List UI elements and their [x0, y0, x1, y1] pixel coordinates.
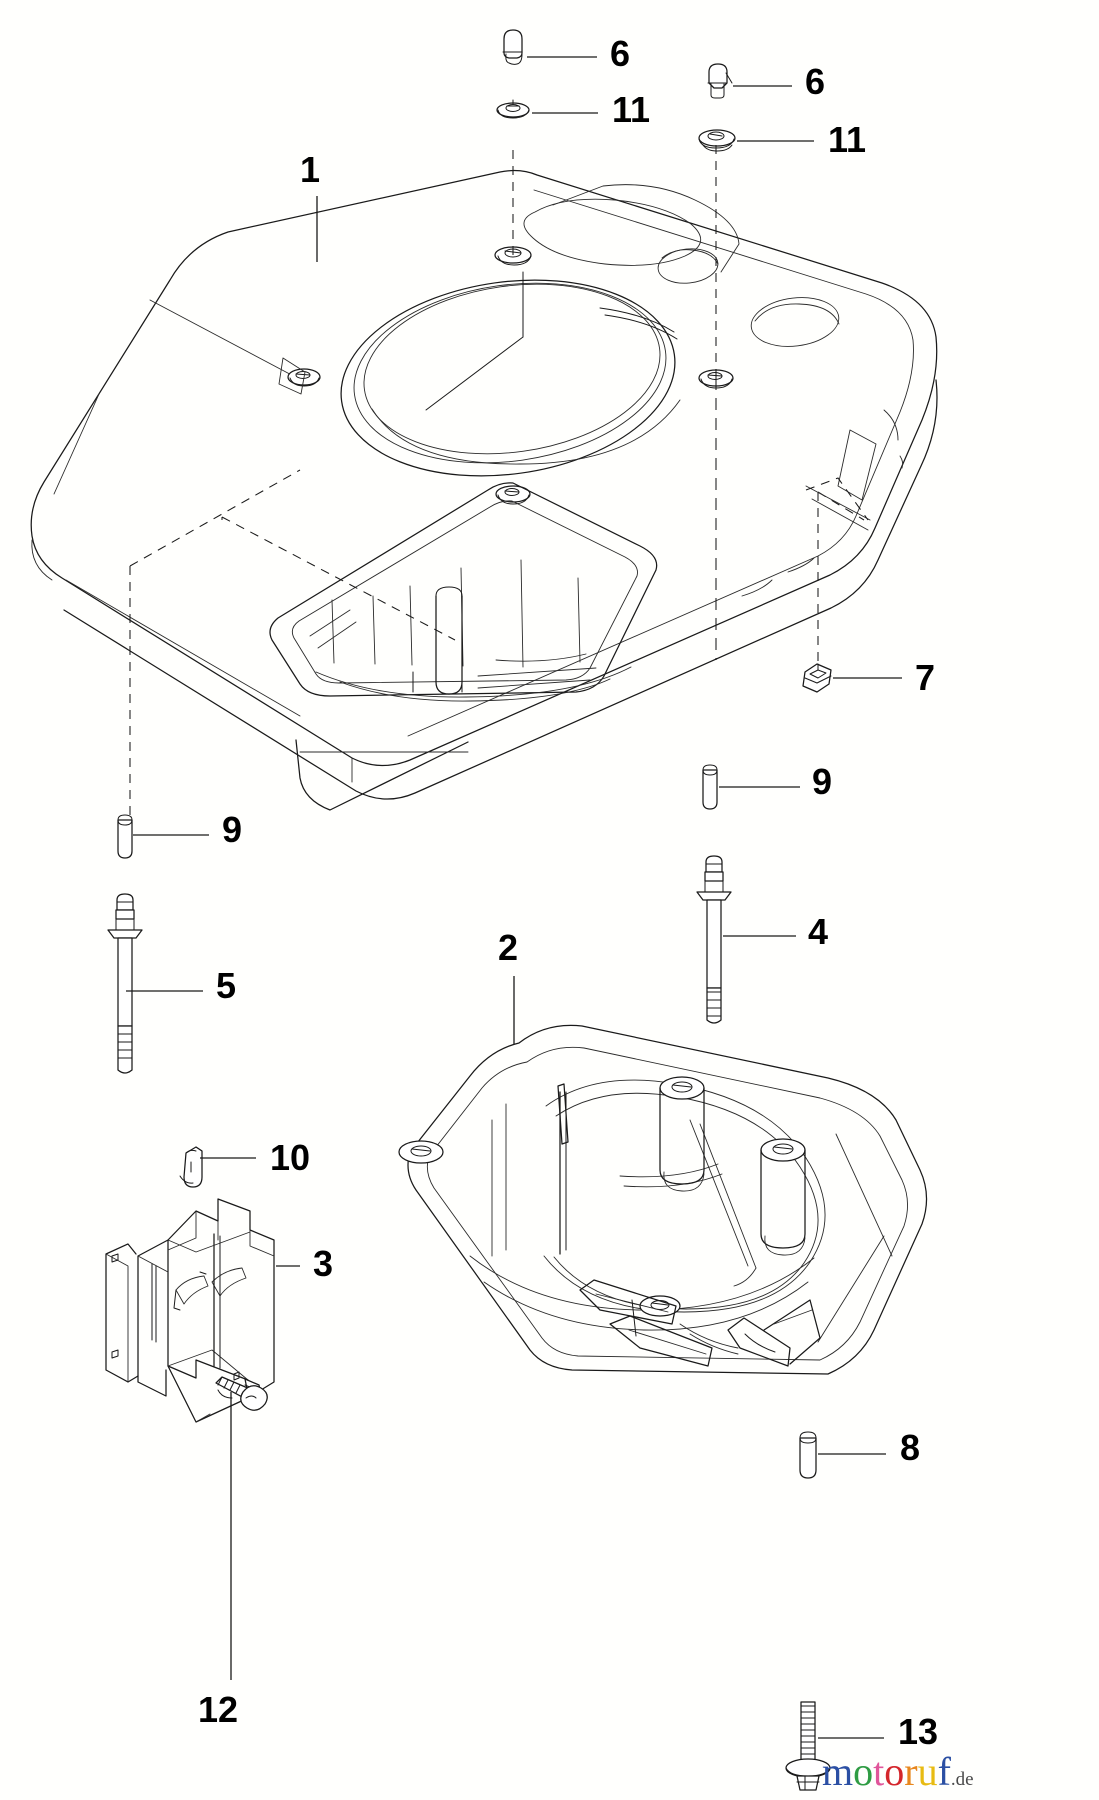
part-9-spacer-right [702, 764, 718, 810]
deck-boss-bottom [495, 485, 531, 505]
watermark-letter-f: f [937, 1749, 951, 1794]
part-1-upper-housing-cover [30, 140, 938, 820]
leader-lines [126, 56, 902, 1739]
watermark-letter-o1: o [853, 1749, 874, 1794]
part-6-grommet-right [707, 63, 733, 99]
watermark-tld: .de [950, 1769, 974, 1790]
motoruf-watermark: motoruf.de [822, 1752, 974, 1792]
callout-label-9-left[interactable]: 9 [222, 809, 243, 850]
callout-label-4[interactable]: 4 [808, 911, 829, 952]
housing-boss-rear-left [398, 1140, 444, 1164]
watermark-letter-t: t [873, 1749, 885, 1794]
watermark-letter-r: r [904, 1749, 918, 1794]
part-10-clip [179, 1146, 203, 1188]
callout-label-8[interactable]: 8 [900, 1427, 921, 1468]
callout-label-5[interactable]: 5 [216, 965, 237, 1006]
callout-label-11-right[interactable]: 11 [828, 119, 867, 160]
callout-label-12[interactable]: 12 [198, 1689, 239, 1730]
deck-boss-left [278, 357, 321, 395]
watermark-letter-o2: o [884, 1749, 905, 1794]
callout-label-9-right[interactable]: 9 [812, 761, 833, 802]
callout-label-13[interactable]: 13 [898, 1711, 939, 1752]
part-9-spacer-left [117, 814, 133, 859]
watermark-letter-u: u [917, 1749, 938, 1794]
callout-label-3[interactable]: 3 [313, 1243, 334, 1284]
callout-label-7[interactable]: 7 [915, 657, 936, 698]
callout-label-6-left[interactable]: 6 [610, 33, 631, 74]
part-4-shoulder-bolt-right [696, 855, 732, 1024]
part-6-grommet-left [502, 29, 523, 65]
housing-boss-front-left [639, 1295, 681, 1317]
part-2-lower-housing [398, 1024, 928, 1375]
part-8-spacer-bottom [799, 1431, 817, 1479]
part-11-washer-right [698, 129, 736, 152]
housing-boss-right [760, 1138, 806, 1256]
watermark-letter-m: m [822, 1749, 854, 1794]
part-12-screw-assembly [215, 1376, 268, 1411]
callout-label-10[interactable]: 10 [270, 1137, 311, 1178]
housing-boss-top [659, 1076, 705, 1192]
callout-label-6-right[interactable]: 6 [805, 61, 826, 102]
callout-label-2[interactable]: 2 [498, 927, 519, 968]
part-13-self-tapping-screw [785, 1701, 831, 1791]
part-5-shoulder-bolt-left [107, 893, 143, 1074]
part-11-washer-left [496, 99, 530, 119]
callout-label-1[interactable]: 1 [300, 149, 321, 190]
callout-label-11-left[interactable]: 11 [612, 89, 651, 130]
part-7-push-nut [802, 663, 832, 693]
